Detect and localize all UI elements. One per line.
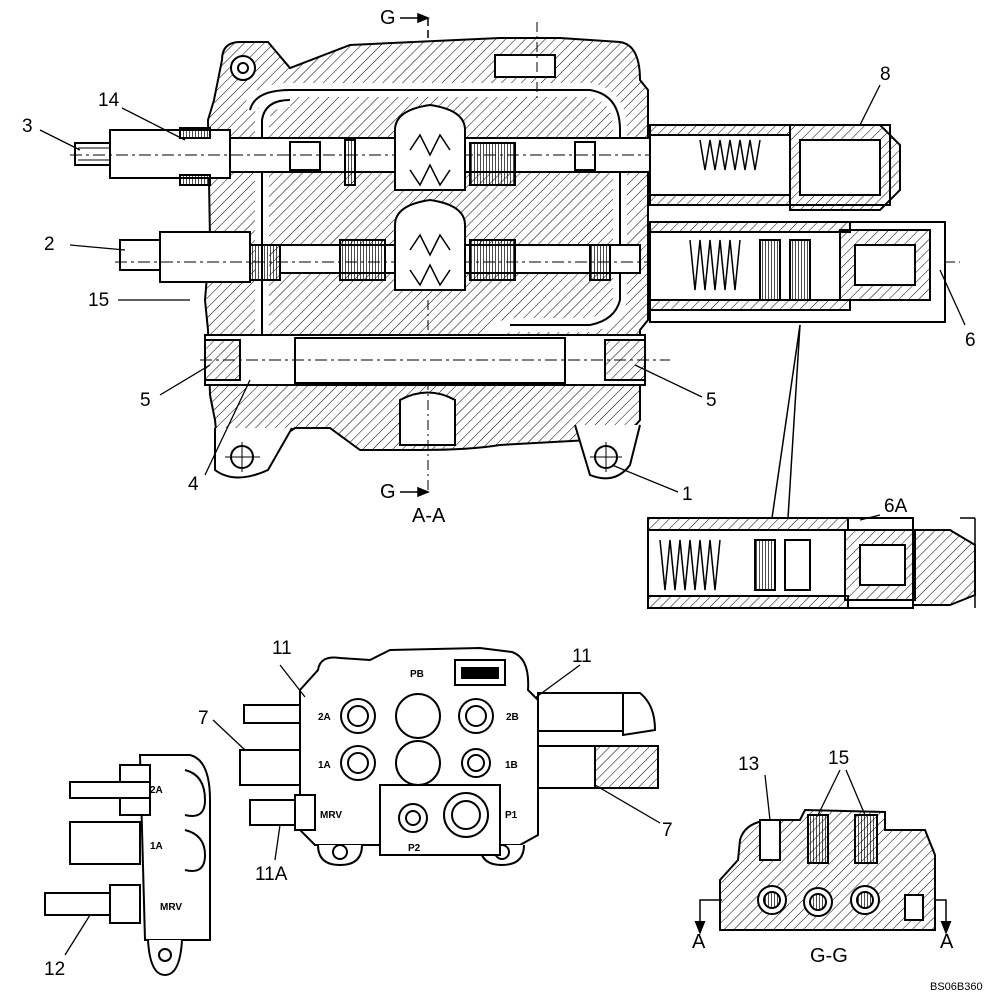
port-label-pb: PB	[410, 669, 424, 680]
drawing-code: BS06B360	[930, 981, 983, 993]
lower-detent	[394, 198, 466, 291]
side-label-mrv: MRV	[160, 902, 182, 913]
port-label-p1: P1	[505, 810, 518, 821]
cut-label-g-top: G	[380, 7, 396, 29]
port-label-mrv: MRV	[320, 810, 342, 821]
lower-detent-cap	[649, 221, 946, 323]
callout-14: 15	[88, 290, 109, 311]
callout-8-left: 11	[272, 638, 292, 659]
port-label-p2: P2	[408, 843, 421, 854]
callout-12: 13	[738, 754, 759, 775]
callout-1: 1	[682, 484, 693, 505]
port-labels: PB 2A 2B 1A 1B MRV P1 P2 2A 1A MRV	[150, 669, 519, 913]
callout-5-left: 5	[140, 390, 151, 411]
side-label-2a: 2A	[150, 785, 163, 796]
section-a-a-view	[70, 22, 960, 490]
detail-6a-view	[647, 324, 976, 609]
cut-markers-g	[400, 12, 431, 498]
callout-11: 11A	[255, 864, 288, 885]
top-port	[494, 54, 556, 78]
callout-11a: 12	[44, 959, 65, 980]
callout-labels: 3 14 2 15 5 4 5 1 8 6 6A 7 11 11 7 11A 1…	[22, 64, 976, 980]
callout-7-right: 7	[662, 820, 673, 841]
front-mount-left	[332, 844, 348, 860]
cut-label-a-right: A	[940, 931, 954, 953]
callout-6: 6	[965, 330, 976, 351]
section-labels: A-A G G G-G A A	[380, 7, 954, 967]
callout-8-right: 11	[572, 646, 592, 667]
callout-5-right: 5	[706, 390, 717, 411]
callout-6a: 6A	[884, 496, 908, 517]
callout-3: 3	[22, 116, 33, 137]
port-center-lower	[395, 740, 441, 786]
port-label-2a: 2A	[318, 712, 331, 723]
callout-13: 14	[98, 90, 120, 111]
port-label-1a: 1A	[318, 760, 331, 771]
callout-7-left: 7	[198, 708, 209, 729]
section-label-a-a: A-A	[412, 505, 446, 527]
outlet-port	[399, 391, 456, 446]
cut-label-g-bottom: G	[380, 481, 396, 503]
callout-2: 2	[44, 234, 55, 255]
leader-lines	[39, 84, 966, 956]
relief-valve-cartridge	[200, 334, 670, 386]
upper-detent	[394, 103, 466, 191]
side-label-1a: 1A	[150, 841, 163, 852]
port-label-2b: 2B	[506, 712, 519, 723]
section-label-g-g: G-G	[810, 945, 848, 967]
cut-label-a-left: A	[692, 931, 706, 953]
upper-spring-cap	[649, 124, 901, 211]
front-view	[239, 646, 659, 867]
callout-15: 15	[828, 748, 849, 769]
port-label-1b: 1B	[505, 760, 518, 771]
port-center-upper	[395, 693, 441, 739]
section-g-g-view	[694, 808, 952, 935]
callout-9: 8	[880, 64, 891, 85]
callout-4: 4	[188, 474, 199, 495]
side-view	[44, 754, 211, 977]
